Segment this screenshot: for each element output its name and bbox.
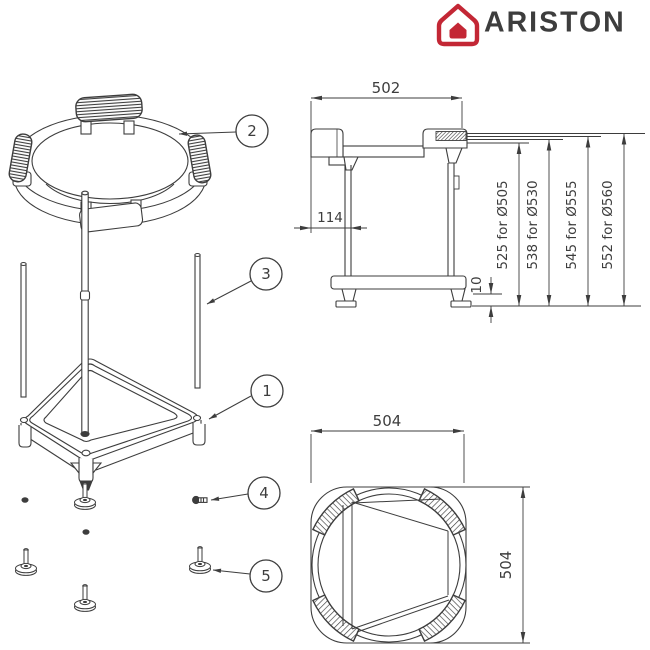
brand-wordmark: ARISTON	[484, 7, 626, 39]
exploded-view: 2 3 1 4 5	[8, 93, 284, 612]
dim-text-545: 545 for Ø555	[564, 180, 580, 269]
callout-number: 2	[247, 122, 257, 140]
ring-front-pad	[79, 202, 144, 233]
dim-height-560: 552 for Ø560	[600, 133, 627, 306]
support-rod-part	[20, 252, 201, 398]
dim-height-555: 545 for Ø555	[564, 136, 591, 306]
callout-number: 1	[262, 382, 272, 400]
dim-width-502: 502	[310, 79, 463, 233]
side-view: 502 114 10 525 for Ø505	[294, 79, 645, 323]
callout-base-frame: 1	[208, 374, 284, 420]
ariston-logo: ARISTON	[436, 3, 626, 47]
ring-top-pad	[75, 93, 143, 123]
dim-text-538: 538 for Ø530	[525, 180, 541, 269]
dim-text-114: 114	[317, 210, 343, 226]
ring-right-pad	[187, 134, 212, 184]
dim-text-504-width: 504	[373, 412, 402, 430]
screw-parts	[21, 495, 208, 535]
dim-width-504: 504	[310, 412, 465, 483]
dim-text-10: 10	[469, 276, 485, 293]
top-ring-part	[8, 93, 212, 233]
adjustable-foot	[73, 482, 97, 510]
dim-text-502: 502	[372, 79, 401, 97]
centre-pole-part	[79, 190, 91, 438]
adjustable-foot-parts	[14, 482, 212, 612]
corner-pad-bottom-right	[418, 594, 467, 643]
screw-top-view	[21, 497, 29, 503]
house-icon	[436, 3, 480, 47]
screw-top-view	[82, 529, 90, 535]
corner-pad-bottom-left	[311, 594, 360, 643]
callout-adjustable-foot: 5	[212, 559, 283, 593]
dim-leg-offset-114: 114	[294, 210, 367, 231]
callout-top-ring: 2	[178, 114, 269, 148]
top-view: 504 504	[310, 412, 530, 644]
reference-lines	[467, 133, 645, 307]
dim-text-552: 552 for Ø560	[600, 180, 616, 269]
dim-foot-clearance-10: 10	[469, 276, 502, 323]
ring-left-pad	[8, 133, 33, 183]
corner-pad-top-left	[311, 487, 360, 536]
callouts: 2 3 1 4 5	[178, 114, 284, 593]
adjustable-foot	[188, 546, 212, 574]
callout-number: 5	[261, 567, 271, 585]
base-frame-part	[18, 358, 206, 491]
height-dimensions: 525 for Ø505 538 for Ø530 545 for Ø555 5…	[495, 133, 627, 306]
callout-screw: 4	[210, 476, 281, 510]
adjustable-foot	[73, 584, 97, 612]
top-view-ring	[310, 486, 467, 644]
callout-support-rods: 3	[206, 257, 283, 305]
dim-height-530: 538 for Ø530	[525, 139, 552, 306]
side-view-stand-body	[310, 128, 472, 308]
dim-text-504-depth: 504	[497, 551, 515, 580]
adjustable-foot	[14, 548, 38, 576]
dim-text-525: 525 for Ø505	[495, 180, 511, 269]
dim-height-505: 525 for Ø505	[495, 143, 522, 306]
side-view-hatched-pad	[435, 131, 467, 141]
top-view-inner-frame	[342, 498, 450, 633]
callout-number: 3	[261, 265, 271, 283]
screw-side-view	[192, 495, 208, 505]
corner-pad-top-right	[418, 487, 467, 536]
dim-depth-504: 504	[431, 486, 530, 644]
callout-number: 4	[259, 484, 269, 502]
